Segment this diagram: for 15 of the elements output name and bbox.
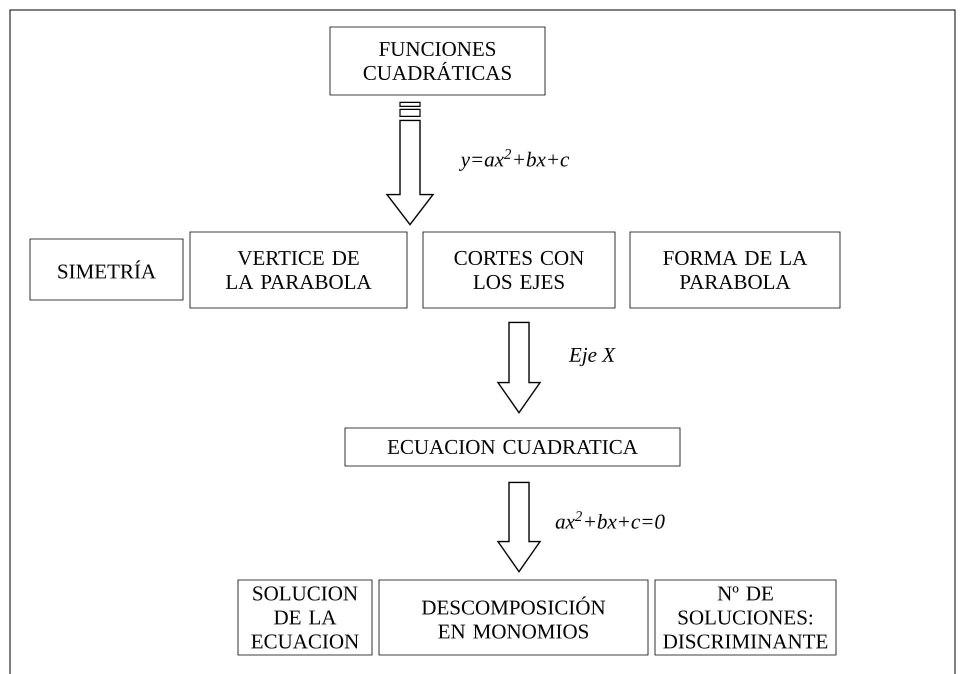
concept-box: ECUACION CUADRATICA	[344, 428, 680, 466]
concept-box: FUNCIONES CUADRÁTICAS	[330, 26, 546, 96]
concept-box: SIMETRÍA	[30, 238, 184, 300]
concept-box: SOLUCION DE LA ECUACION	[238, 580, 372, 656]
concept-box: Nº DE SOLUCIONES: DISCRIMINANTE	[654, 580, 836, 656]
hollow-arrow	[496, 482, 542, 573]
edge-label: Eje X	[568, 348, 616, 366]
concept-box: VERTICE DE LA PARABOLA	[190, 232, 408, 308]
concept-box: DESCOMPOSICIÓN EN MONOMIOS	[378, 580, 648, 656]
hollow-arrow	[496, 322, 542, 414]
edge-label: ax$^{2}$+bx+c=0	[556, 511, 665, 529]
hollow-arrow	[386, 102, 434, 226]
edge-label: y=ax$^{2}$+bx+c	[458, 149, 570, 171]
concept-box: CORTES CON LOS EJES	[422, 232, 616, 308]
concept-box: FORMA DE LA PARABOLA	[630, 232, 840, 308]
